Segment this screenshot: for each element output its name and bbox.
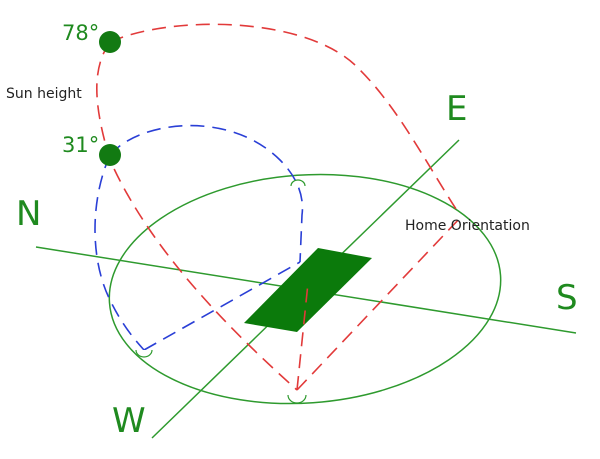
summer-angle-label: 78°: [62, 21, 99, 45]
horizon-ellipse: [108, 173, 502, 405]
sun-height-label: Sun height: [6, 86, 82, 102]
west-label: W: [112, 401, 146, 441]
winter-sun-path-west: [94, 154, 145, 351]
winter-sun-icon: [99, 144, 121, 166]
summer-sun-ray: [296, 282, 309, 391]
summer-sun-path: [109, 23, 461, 216]
home-orientation-label: Home Orientation: [405, 218, 530, 234]
summer-horizon-chord: [296, 217, 461, 391]
sunset-marker-summer: [287, 394, 307, 404]
sunset-marker-winter: [135, 349, 153, 358]
winter-angle-label: 31°: [62, 133, 99, 157]
summer-sun-path-west: [96, 41, 298, 391]
sunrise-marker-winter: [290, 179, 306, 187]
east-label: E: [446, 89, 467, 129]
north-label: N: [16, 194, 41, 234]
winter-horizon-chord: [143, 261, 301, 351]
winter-sun-path: [109, 124, 304, 263]
summer-sun-icon: [99, 31, 121, 53]
south-label: S: [556, 278, 578, 318]
